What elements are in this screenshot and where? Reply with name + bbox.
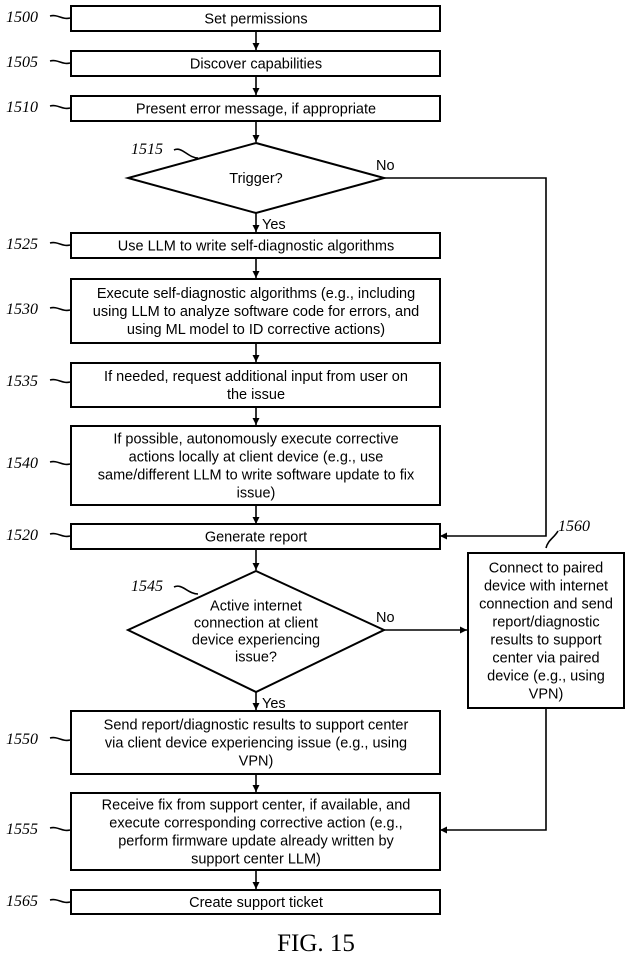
ref-1500: 1500 [6, 9, 38, 26]
text-line: Create support ticket [189, 895, 323, 911]
step-1525-label: Use LLM to write self-diagnostic algorit… [118, 239, 394, 255]
ref-1565: 1565 [6, 893, 38, 910]
text-line: Discover capabilities [190, 57, 322, 73]
ref-1545: 1545 [131, 578, 163, 595]
text-line: Connect to paired [489, 561, 603, 577]
decision-1515-label: Trigger? [229, 171, 282, 187]
text-line: using ML model to ID corrective actions) [127, 322, 385, 338]
ref-1515: 1515 [131, 141, 163, 158]
decision-1545-diamond [128, 571, 384, 692]
text-line: Use LLM to write self-diagnostic algorit… [118, 239, 394, 255]
text-line: connection at client [194, 616, 318, 632]
text-line: Generate report [205, 530, 307, 546]
text-line: actions locally at client device (e.g., … [129, 450, 384, 466]
text-line: device experiencing [192, 633, 320, 649]
step-1530-label: Execute self-diagnostic algorithms (e.g.… [93, 286, 419, 338]
text-line: using LLM to analyze software code for e… [93, 304, 419, 320]
text-line: the issue [227, 387, 285, 403]
text-line: perform firmware update already written … [118, 834, 394, 850]
decision-1515-no-label: No [376, 158, 395, 174]
text-line: connection and send [479, 597, 613, 613]
text-line: device with internet [484, 579, 608, 595]
text-line: center via paired [492, 651, 599, 667]
decision-1545-yes-label: Yes [262, 696, 286, 712]
ref-1550: 1550 [6, 731, 38, 748]
ref-1530: 1530 [6, 301, 38, 318]
text-line: Present error message, if appropriate [136, 102, 376, 118]
arrow-1560-1555 [440, 708, 546, 830]
text-line: VPN) [239, 754, 274, 770]
text-line: device (e.g., using [487, 669, 605, 685]
text-line: support center LLM) [191, 852, 321, 868]
text-line: report/diagnostic [492, 615, 599, 631]
ref-1510: 1510 [6, 99, 38, 116]
text-line: Send report/diagnostic results to suppor… [104, 718, 409, 734]
text-line: Execute self-diagnostic algorithms (e.g.… [97, 286, 415, 302]
ref-1540: 1540 [6, 455, 38, 472]
step-text: Set permissions Discover capabilities Pr… [93, 12, 613, 912]
step-1500-label: Set permissions [204, 12, 307, 28]
text-line: If needed, request additional input from… [104, 369, 408, 385]
step-1520-label: Generate report [205, 530, 307, 546]
ref-1555: 1555 [6, 821, 38, 838]
step-1505-label: Discover capabilities [190, 57, 322, 73]
text-line: results to support [490, 633, 601, 649]
step-1510-label: Present error message, if appropriate [136, 102, 376, 118]
ref-1560: 1560 [558, 518, 590, 535]
text-line: If possible, autonomously execute correc… [113, 432, 398, 448]
text-line: issue? [235, 650, 277, 666]
text-line: same/different LLM to write software upd… [98, 468, 415, 484]
text-line: Active internet [210, 599, 302, 615]
ref-1525: 1525 [6, 236, 38, 253]
decision-1515-yes-label: Yes [262, 217, 286, 233]
ref-1520: 1520 [6, 527, 38, 544]
text-line: Trigger? [229, 171, 282, 187]
figure-caption: FIG. 15 [277, 930, 355, 957]
text-line: Set permissions [204, 12, 307, 28]
ref-1535: 1535 [6, 373, 38, 390]
step-1565-label: Create support ticket [189, 895, 323, 911]
text-line: via client device experiencing issue (e.… [105, 736, 407, 752]
text-line: execute corresponding corrective action … [109, 816, 402, 832]
decision-1545-no-label: No [376, 610, 395, 626]
text-line: VPN) [529, 687, 564, 703]
ref-1505: 1505 [6, 54, 38, 71]
text-line: Receive fix from support center, if avai… [102, 798, 411, 814]
text-line: issue) [237, 486, 276, 502]
